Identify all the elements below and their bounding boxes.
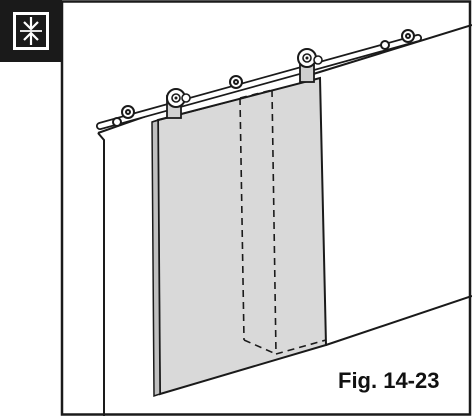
barn-door [151, 76, 328, 398]
roller-hanger-left [166, 88, 186, 119]
rail-stoppers [181, 55, 323, 103]
wall-brackets [112, 29, 415, 127]
figure-caption: Fig. 14-23 [338, 368, 440, 393]
roller-hanger-right [297, 48, 317, 83]
compress-arrows-icon [0, 0, 62, 62]
sliding-rail [96, 34, 422, 130]
hidden-opening-outline [239, 89, 327, 355]
